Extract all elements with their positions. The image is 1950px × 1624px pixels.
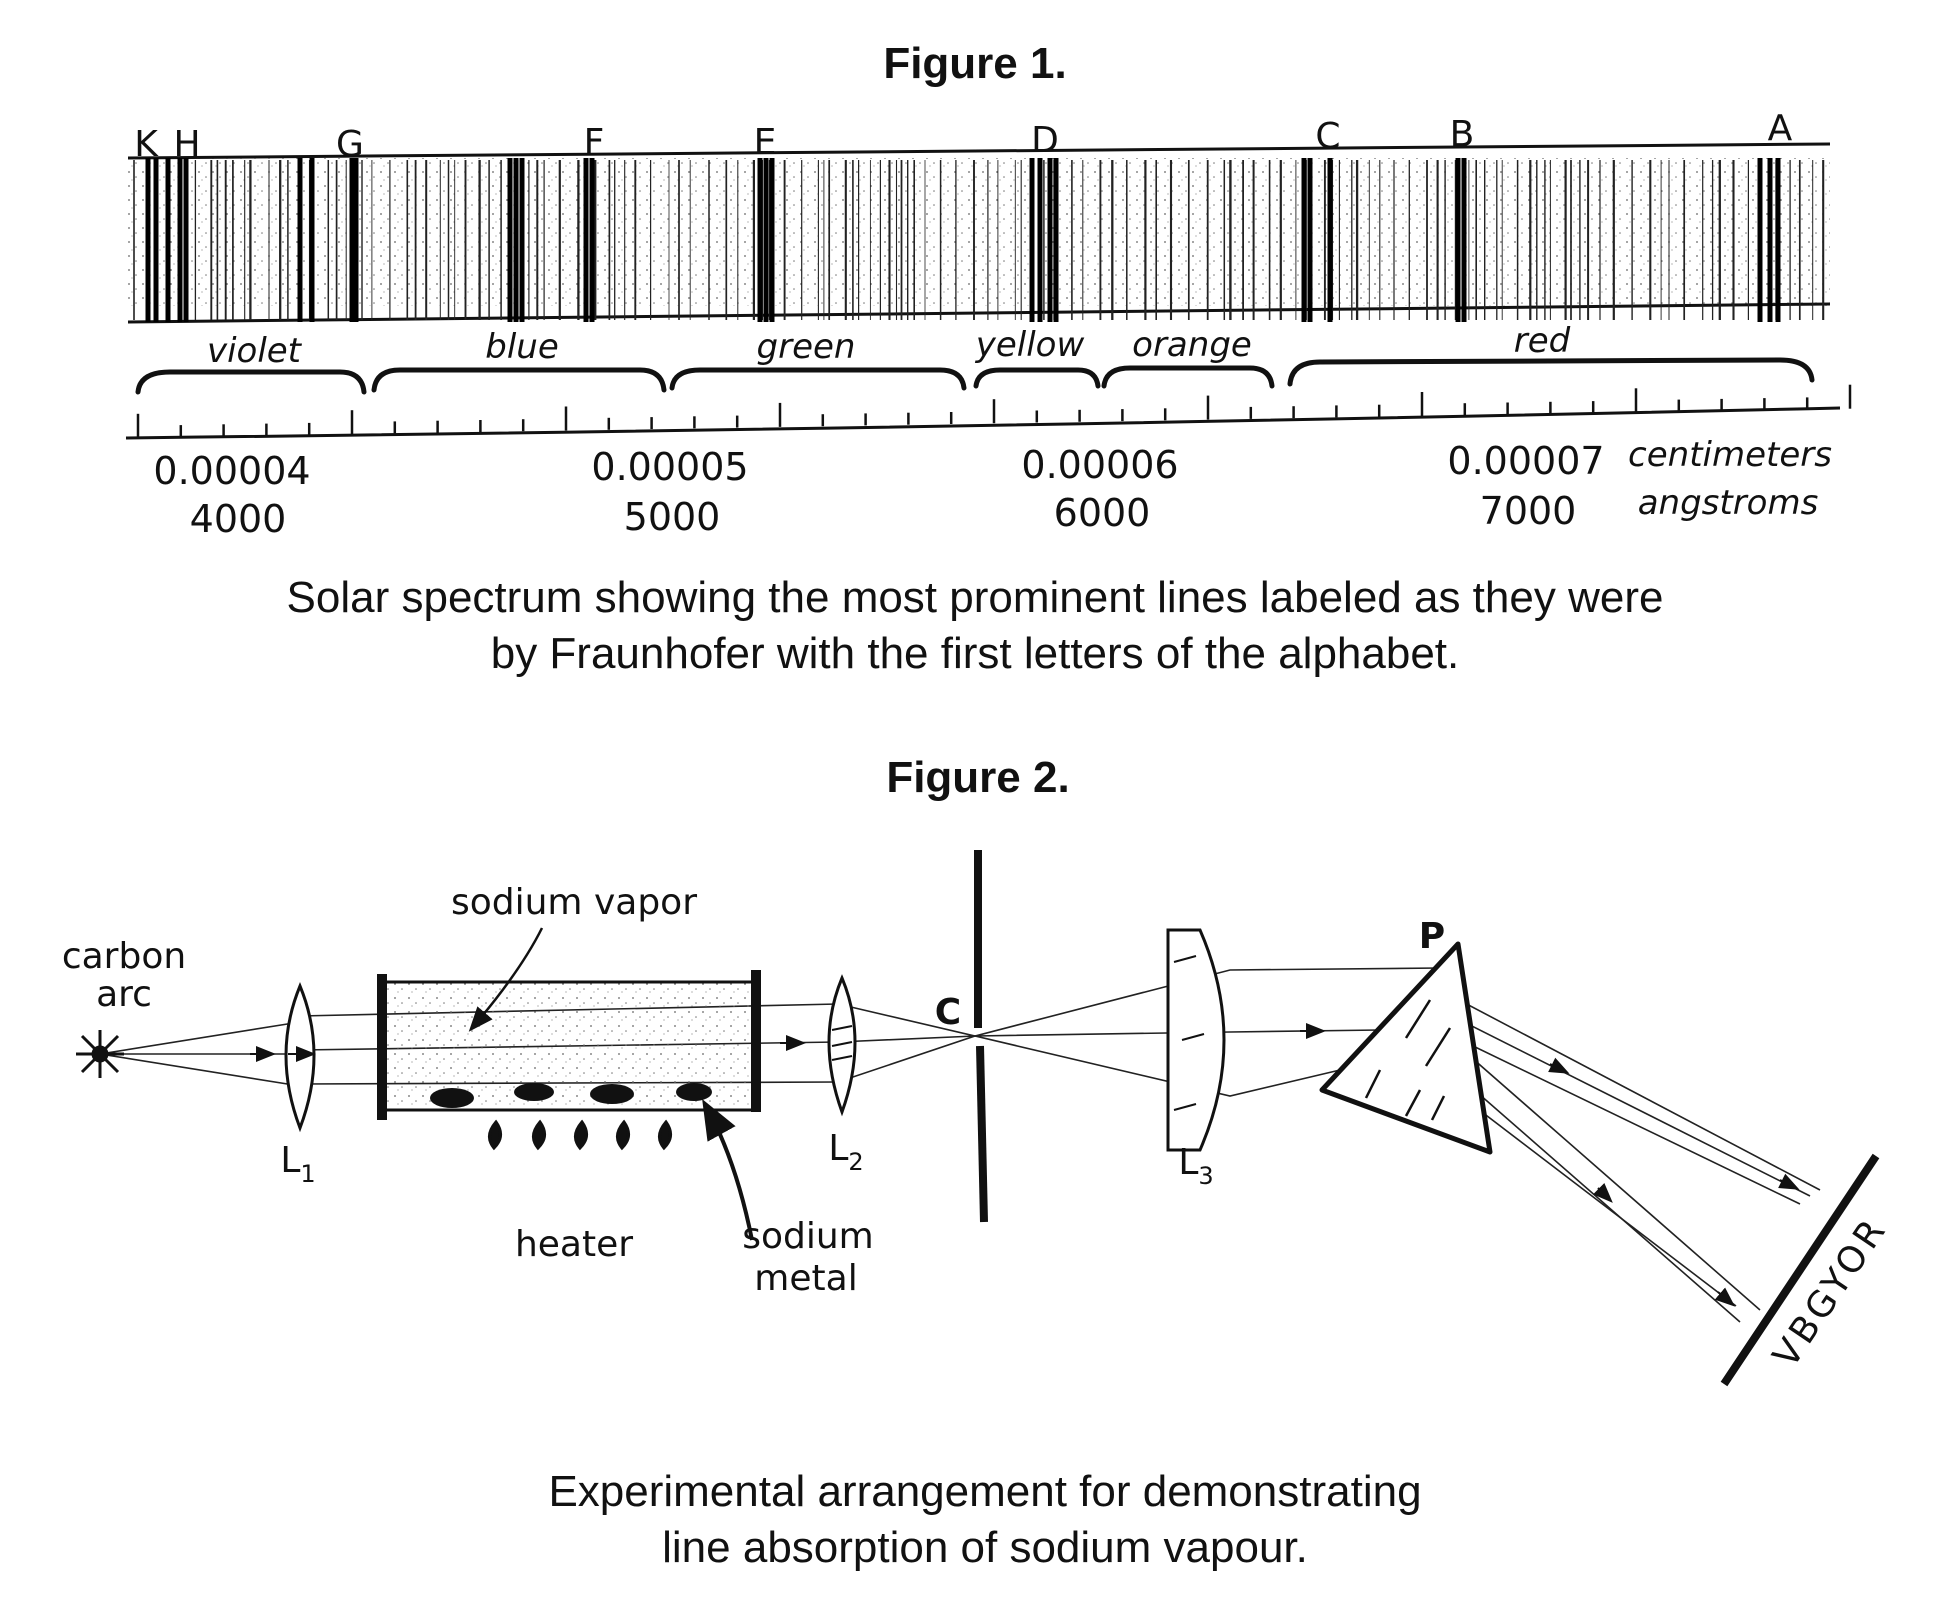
- color-band-braces: [135, 357, 1815, 395]
- prism-p-label: P: [1419, 916, 1445, 957]
- color-band-labels: violet blue green yellow orange red: [207, 321, 1571, 371]
- screen: [1720, 1153, 1880, 1387]
- carbon-arc-label-1: carbon: [62, 936, 186, 977]
- figure2-title: Figure 2.: [886, 753, 1069, 802]
- sodium-metal-label-1: sodium: [742, 1216, 874, 1257]
- scale-angstrom-3: 6000: [1054, 491, 1151, 535]
- scale-angstrom-4: 7000: [1480, 489, 1577, 533]
- band-violet: violet: [207, 331, 303, 371]
- lens-l1: [284, 982, 316, 1133]
- figure1-caption-line2: by Fraunhofer with the first letters of …: [491, 629, 1460, 678]
- carbon-arc-label-2: arc: [96, 974, 152, 1015]
- prism-p: [1319, 941, 1493, 1155]
- band-yellow: yellow: [975, 325, 1085, 365]
- scale-cm-1: 0.00004: [153, 449, 310, 493]
- ray-arrows: [250, 1023, 1326, 1062]
- line-letter-f: F: [584, 122, 605, 163]
- line-letter-g: G: [336, 124, 364, 165]
- line-letter-b: B: [1450, 114, 1475, 155]
- solar-spectrum-strip: [127, 142, 1831, 324]
- sodium-vapor-label: sodium vapor: [451, 882, 697, 923]
- line-letter-d: D: [1031, 120, 1059, 161]
- lens-l3: [1166, 928, 1226, 1152]
- lens-l2-label: L2: [828, 1128, 863, 1176]
- band-orange: orange: [1132, 325, 1252, 365]
- lens-l2: [827, 974, 857, 1117]
- unit-angstroms: angstroms: [1638, 483, 1819, 523]
- figure2-caption-line2: line absorption of sodium vapour.: [662, 1523, 1308, 1572]
- sodium-metal-label-2: metal: [754, 1258, 857, 1299]
- heater-label: heater: [515, 1224, 633, 1265]
- slit-c-label: C: [935, 992, 961, 1033]
- lens-l1-label: L1: [280, 1140, 315, 1188]
- line-letter-c: C: [1315, 116, 1340, 157]
- scale-angstrom-1: 4000: [190, 497, 287, 541]
- line-letter-a: A: [1768, 108, 1793, 149]
- scale-cm-4: 0.00007: [1447, 439, 1604, 483]
- line-letter-k: K: [134, 124, 159, 165]
- sodium-metal-pointer: [702, 1099, 754, 1241]
- wavelength-scale: [125, 384, 1852, 440]
- lens-l3-label: L3: [1178, 1142, 1213, 1190]
- band-green: green: [757, 327, 856, 367]
- band-red: red: [1514, 321, 1571, 361]
- figure1-title: Figure 1.: [883, 39, 1066, 88]
- carbon-arc-icon: [76, 1030, 124, 1078]
- line-letter-e: E: [754, 122, 777, 163]
- unit-centimeters: centimeters: [1628, 435, 1832, 475]
- fraunhofer-letters: K H G F E D C B A: [134, 108, 1792, 165]
- line-letter-h: H: [173, 124, 200, 165]
- sodium-vapor-pointer: [468, 927, 544, 1032]
- figure1-caption-line1: Solar spectrum showing the most prominen…: [287, 573, 1664, 622]
- dispersed-rays: [1439, 989, 1821, 1323]
- slit-c: [974, 850, 988, 1223]
- scale-cm-3: 0.00006: [1021, 443, 1178, 487]
- scale-labels: 0.00004 0.00005 0.00006 0.00007 4000 500…: [153, 435, 1832, 541]
- heater-flames-icon: [488, 1119, 672, 1151]
- dispersed-ray-arrows: [1548, 1057, 1800, 1307]
- scale-cm-2: 0.00005: [591, 445, 748, 489]
- band-blue: blue: [485, 327, 559, 367]
- figure2-caption-line1: Experimental arrangement for demonstrati…: [548, 1467, 1421, 1516]
- scale-angstrom-2: 5000: [624, 495, 721, 539]
- sodium-metal-blobs: [430, 1083, 712, 1108]
- spectral-lines: [133, 158, 1825, 322]
